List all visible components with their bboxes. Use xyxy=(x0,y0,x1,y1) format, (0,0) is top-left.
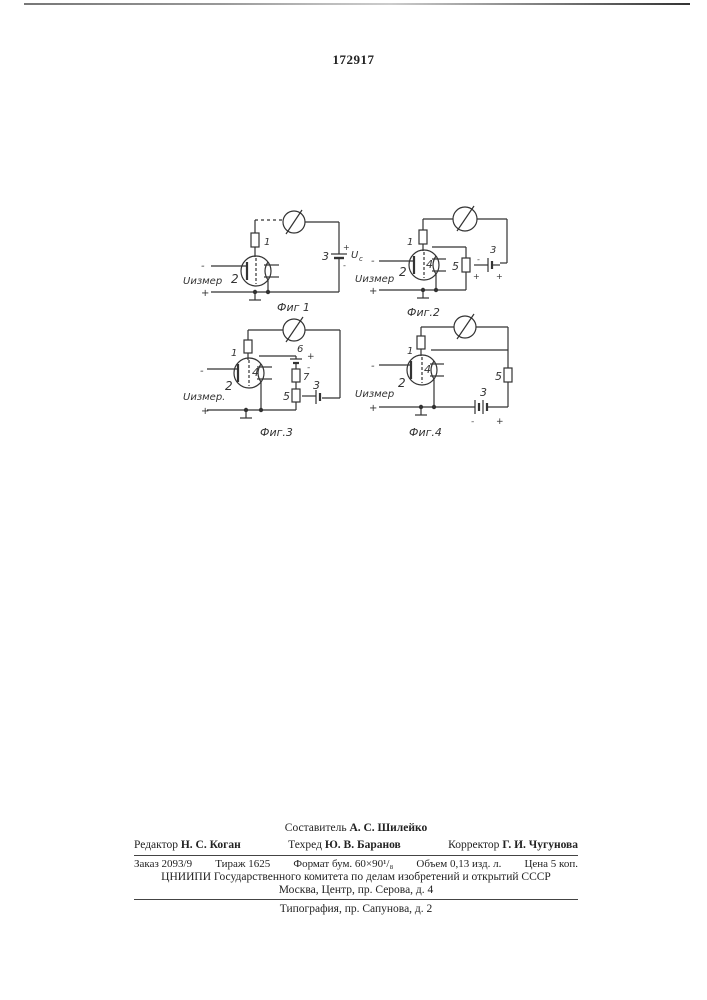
corrector-name: Г. И. Чугунова xyxy=(502,839,578,851)
svg-text:-: - xyxy=(471,417,474,427)
print-details-line: Заказ 2093/9 Тираж 1625 Формат бум. 60×9… xyxy=(134,858,578,871)
print-run: Тираж 1625 xyxy=(215,858,271,870)
editor-line: Редактор Н. С. Коган xyxy=(134,839,241,851)
resistor-icon xyxy=(416,335,426,350)
svg-text:6: 6 xyxy=(297,344,303,355)
plus-terminal: + xyxy=(369,286,377,297)
svg-text:5: 5 xyxy=(452,260,459,273)
plus-terminal: + xyxy=(369,403,377,414)
figure-1: - + Uизмер 2 1 3 + - U c Фиг 1 xyxy=(183,209,363,314)
figure-4: - + Uизмер 2 1 4 5 3 - + Фиг.4 xyxy=(355,313,513,439)
svg-text:2: 2 xyxy=(225,379,233,393)
address: Москва, Центр, пр. Серова, д. 4 xyxy=(278,884,434,896)
tube-icon xyxy=(408,249,440,281)
svg-text:U: U xyxy=(351,250,359,261)
figure-caption: Фиг.4 xyxy=(409,426,442,439)
svg-text:3: 3 xyxy=(322,250,329,263)
minus-terminal: - xyxy=(200,366,204,377)
svg-text:4: 4 xyxy=(424,363,431,376)
svg-text:+: + xyxy=(473,272,480,281)
tube-icon xyxy=(406,354,438,386)
plus-terminal: + xyxy=(201,406,209,417)
meter-arrow xyxy=(456,313,475,340)
divider xyxy=(134,855,578,856)
price: Цена 5 коп. xyxy=(524,858,578,870)
svg-text:1: 1 xyxy=(407,237,413,248)
svg-text:+: + xyxy=(496,417,504,427)
svg-text:+: + xyxy=(307,352,315,362)
resistor-icon xyxy=(250,232,260,248)
input-voltage-label: Uизмер. xyxy=(183,392,225,403)
meter-arrow xyxy=(285,209,303,235)
minus-terminal: - xyxy=(371,256,375,267)
svg-text:2: 2 xyxy=(399,265,407,279)
editor-name: Н. С. Коган xyxy=(180,839,241,851)
divider xyxy=(134,899,578,900)
compiler-name: А. С. Шилейко xyxy=(349,822,428,834)
resistor-7-icon xyxy=(291,368,301,383)
corrector-line: Корректор Г. И. Чугунова xyxy=(448,839,578,851)
plus-terminal: + xyxy=(201,288,209,299)
svg-text:-: - xyxy=(477,255,480,264)
techred-line: Техред Ю. В. Баранов xyxy=(288,839,401,851)
tube-icon xyxy=(233,357,265,389)
svg-text:-: - xyxy=(343,261,346,270)
svg-text:1: 1 xyxy=(264,237,270,248)
svg-text:1: 1 xyxy=(407,346,413,357)
input-voltage-label: Uизмер xyxy=(183,276,222,287)
svg-text:+: + xyxy=(343,243,350,252)
svg-text:7: 7 xyxy=(303,372,310,383)
svg-text:3: 3 xyxy=(313,379,320,392)
compiler-line: Составитель А. С. Шилейко xyxy=(284,822,428,834)
svg-text:+: + xyxy=(496,272,503,281)
figure-3: - + Uизмер. 2 1 4 5 3 6 7 + - Фиг.3 xyxy=(183,316,341,439)
printer: Типография, пр. Сапунова, д. 2 xyxy=(279,903,433,915)
svg-text:5: 5 xyxy=(283,390,290,403)
input-voltage-label: Uизмер xyxy=(355,389,394,400)
svg-text:4: 4 xyxy=(252,366,259,379)
svg-text:c: c xyxy=(359,255,363,263)
volume: Объем 0,13 изд. л. xyxy=(416,858,502,870)
svg-text:2: 2 xyxy=(398,376,406,390)
svg-text:3: 3 xyxy=(490,245,496,256)
svg-text:-: - xyxy=(307,363,310,373)
figure-caption: Фиг.3 xyxy=(260,426,293,439)
institute: ЦНИИПИ Государственного комитета по дела… xyxy=(161,871,551,883)
svg-text:1: 1 xyxy=(231,348,237,359)
svg-text:4: 4 xyxy=(426,258,433,271)
figure-caption: Фиг.2 xyxy=(407,306,440,319)
resistor-5-icon xyxy=(503,367,513,383)
paper-format: Формат бум. 60×90¹/₈ xyxy=(293,858,394,870)
figure-caption: Фиг 1 xyxy=(277,301,310,314)
input-voltage-label: Uизмер xyxy=(355,274,394,285)
resistor-icon xyxy=(243,339,253,354)
potentiometer-icon xyxy=(291,388,301,403)
scan-top-edge xyxy=(24,3,690,5)
staff-line: Редактор Н. С. Коган Техред Ю. В. Барано… xyxy=(134,839,578,852)
minus-terminal: - xyxy=(201,261,205,272)
techred-name: Ю. В. Баранов xyxy=(324,839,401,851)
tube-icon xyxy=(240,255,272,287)
figure-2: - + Uизмер 2 1 4 5 3 + + - Фиг.2 xyxy=(355,205,508,319)
svg-text:5: 5 xyxy=(495,370,502,383)
circuit-diagrams: - + Uизмер 2 1 3 + - U c Фиг 1 xyxy=(183,205,513,439)
meter-arrow xyxy=(285,316,304,343)
svg-text:3: 3 xyxy=(480,386,487,399)
potentiometer-icon xyxy=(461,257,471,273)
order-number: Заказ 2093/9 xyxy=(134,858,193,870)
patent-number: 172917 xyxy=(332,52,375,67)
meter-arrow xyxy=(456,205,475,232)
svg-text:2: 2 xyxy=(231,272,239,286)
minus-terminal: - xyxy=(371,361,375,372)
resistor-icon xyxy=(418,229,428,245)
